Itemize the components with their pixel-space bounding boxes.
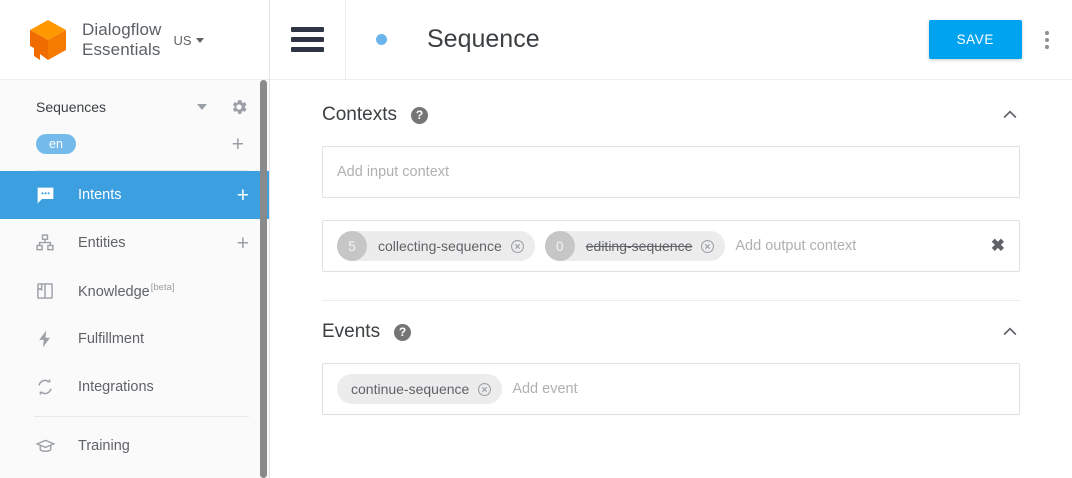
page-title: Sequence <box>427 25 540 53</box>
region-selector[interactable]: US <box>173 33 204 48</box>
sidebar-item-fulfillment[interactable]: Fulfillment <box>0 315 269 363</box>
add-intent-button[interactable]: + <box>236 183 249 207</box>
status-dot-blue <box>376 34 387 45</box>
add-language-button[interactable]: + <box>231 132 244 156</box>
sidebar-item-text: Knowledge <box>78 283 150 300</box>
contexts-title: Contexts <box>322 104 397 125</box>
bolt-icon <box>34 328 56 350</box>
output-context-field[interactable]: 5 collecting-sequence 0 editing-sequence <box>322 220 1020 272</box>
caret-down-icon[interactable] <box>197 104 207 110</box>
remove-circle-icon[interactable] <box>510 239 525 254</box>
sidebar-item-knowledge[interactable]: Knowledge[beta] <box>0 267 269 315</box>
events-header: Events ? <box>322 321 1020 363</box>
close-icon[interactable]: ✖ <box>990 236 1005 255</box>
section-divider <box>322 300 1020 301</box>
hierarchy-icon <box>34 232 56 254</box>
book-icon <box>34 280 56 302</box>
sidebar-item-label: Training <box>78 438 130 454</box>
dialogflow-cube-logo <box>26 16 70 64</box>
agent-name: Sequences <box>36 99 107 115</box>
sidebar: Dialogflow Essentials US Sequences en + <box>0 0 270 478</box>
event-chip[interactable]: continue-sequence <box>337 374 503 404</box>
remove-circle-icon[interactable] <box>477 382 492 397</box>
sidebar-scrollbar[interactable] <box>260 80 267 478</box>
help-circle-icon[interactable]: ? <box>394 323 412 341</box>
sidebar-item-label: Entities <box>78 235 126 251</box>
brand-line-1: Dialogflow <box>82 19 162 39</box>
events-placeholder: Add event <box>512 381 578 397</box>
main-panel: Sequence SAVE Contexts ? <box>270 0 1072 478</box>
sidebar-item-intents[interactable]: Intents + <box>0 171 269 219</box>
add-entity-button[interactable]: + <box>236 231 249 255</box>
sidebar-item-label: Fulfillment <box>78 331 145 347</box>
region-label: US <box>173 33 192 48</box>
sidebar-item-entities[interactable]: Entities + <box>0 219 269 267</box>
sidebar-item-integrations[interactable]: Integrations <box>0 363 269 411</box>
brand-line-2: Essentials <box>82 39 161 59</box>
chevron-up-icon[interactable] <box>1000 105 1020 125</box>
hamburger-menu-icon[interactable] <box>270 0 346 80</box>
context-chip-label: collecting-sequence <box>378 238 502 254</box>
gear-icon[interactable] <box>229 97 249 117</box>
save-button[interactable]: SAVE <box>928 20 1022 59</box>
brand-name: Dialogflow Essentials <box>82 20 161 60</box>
chat-bubble-icon <box>34 184 56 206</box>
output-context-placeholder: Add output context <box>735 238 857 254</box>
chevron-up-icon[interactable] <box>1000 322 1020 342</box>
input-context-field[interactable]: Add input context <box>322 146 1020 198</box>
brand-header[interactable]: Dialogflow Essentials US <box>0 0 269 80</box>
input-context-placeholder: Add input context <box>337 164 450 180</box>
sidebar-item-label: Knowledge[beta] <box>78 282 175 300</box>
sidebar-item-label: Integrations <box>78 379 154 395</box>
context-chip-label: editing-sequence <box>585 238 693 254</box>
events-field[interactable]: continue-sequence Add event <box>322 363 1020 415</box>
top-bar: Sequence SAVE <box>270 0 1072 80</box>
sidebar-divider-language <box>36 170 249 171</box>
help-circle-icon[interactable]: ? <box>410 106 428 124</box>
beta-badge: [beta] <box>150 282 175 294</box>
contexts-section: Contexts ? Add input context 5 collectin… <box>322 80 1020 301</box>
remove-circle-icon[interactable] <box>700 239 715 254</box>
lifespan-badge: 0 <box>544 231 575 261</box>
sidebar-divider-training <box>34 416 249 417</box>
events-title: Events <box>322 321 381 342</box>
more-vertical-icon[interactable] <box>1022 0 1072 80</box>
language-row: en + <box>0 126 269 162</box>
context-chip[interactable]: 5 collecting-sequence <box>337 231 535 261</box>
context-chip[interactable]: 0 editing-sequence <box>544 231 726 261</box>
sidebar-item-training[interactable]: Training <box>0 422 269 470</box>
graduation-cap-icon <box>34 435 56 457</box>
sidebar-item-label: Intents <box>78 187 122 203</box>
agent-selector-row[interactable]: Sequences <box>0 88 269 126</box>
chevron-down-icon <box>195 38 204 43</box>
contexts-header: Contexts ? <box>322 104 1020 146</box>
lifespan-badge: 5 <box>337 231 367 261</box>
language-chip-en[interactable]: en <box>36 134 76 154</box>
event-chip-label: continue-sequence <box>351 381 470 397</box>
content-area: Contexts ? Add input context 5 collectin… <box>270 80 1072 415</box>
events-section: Events ? continue-sequence <box>322 301 1020 415</box>
sync-icon <box>34 376 56 398</box>
